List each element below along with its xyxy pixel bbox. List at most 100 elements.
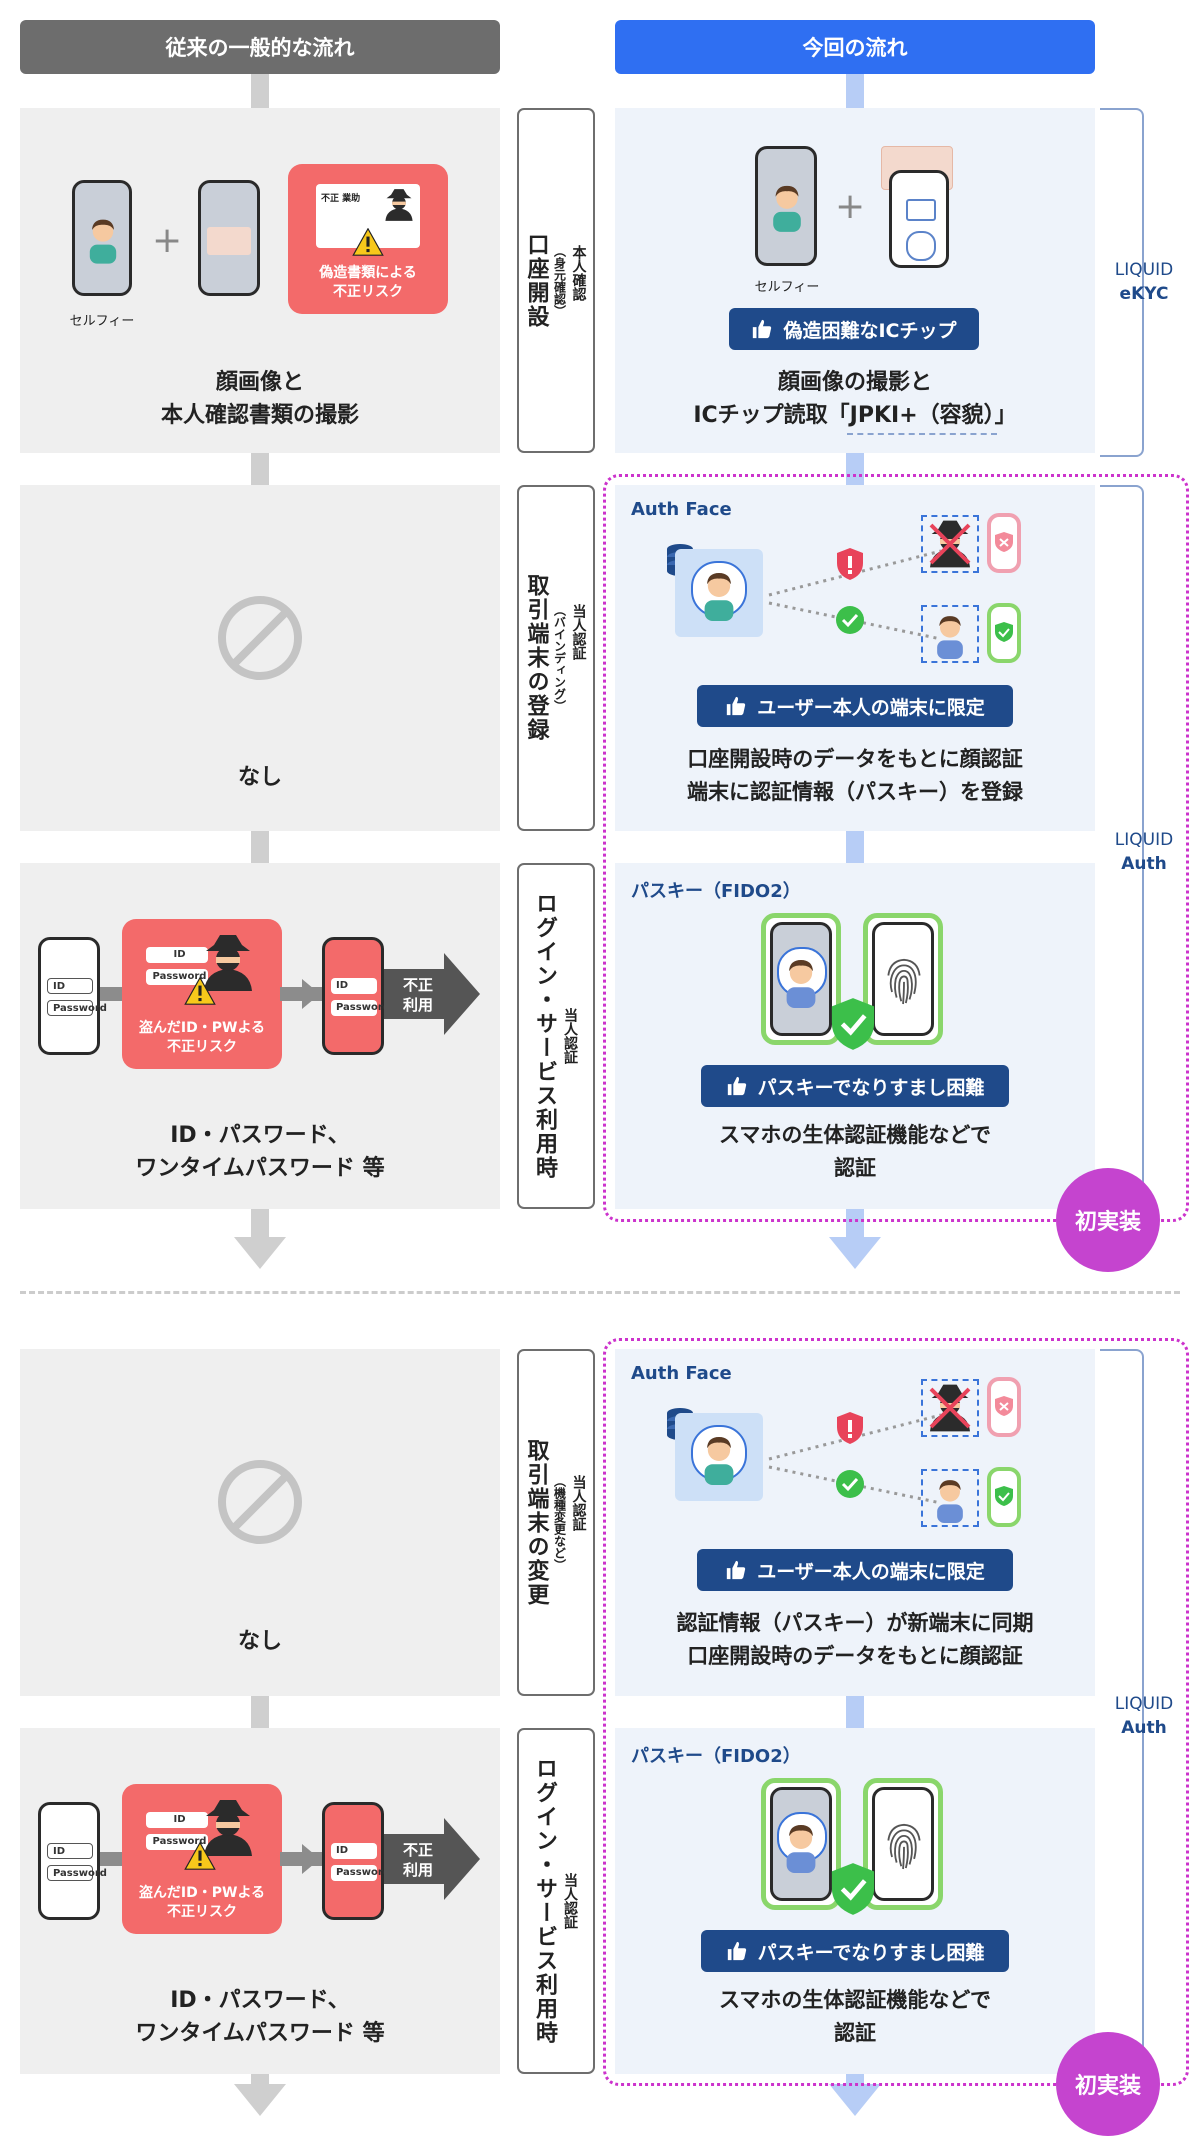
- password-field: Password: [331, 1865, 390, 1881]
- rejected-phone-icon: [987, 513, 1021, 573]
- flow-connector: [846, 74, 864, 110]
- section-divider: [20, 1291, 1180, 1294]
- flow-connector: [251, 1209, 269, 1237]
- row-label-account-opening: 口座開設 本人確認（身元確認）: [517, 108, 595, 453]
- passkey-label: パスキー（FIDO2）: [631, 1746, 801, 1767]
- person-icon: [777, 949, 825, 1011]
- conventional-account-opening: セルフィー + 不正 業助 偽造書類による 不正リスク 顔画像と本人確認書類の撮…: [20, 108, 500, 453]
- person-icon: [927, 1473, 973, 1523]
- flow-connector: [251, 2074, 269, 2084]
- header-new-flow: 今回の流れ: [615, 20, 1095, 74]
- passkey-label: パスキー（FIDO2）: [631, 881, 801, 902]
- new-device-change: Auth Face ユーザー本人の端末に限定 認証情報（パスキー）が新端末に同期…: [615, 1349, 1095, 1696]
- check-circle-icon: [836, 606, 864, 634]
- forgery-risk-card: 不正 業助 偽造書類による 不正リスク: [288, 164, 448, 314]
- conventional-device-change: なし: [20, 1349, 500, 1696]
- id-field: ID: [47, 1843, 93, 1859]
- accepted-user: [921, 1469, 979, 1527]
- new-device-binding: Auth Face ユーザー本人の端末に限定 口座開設時のデータをもとに顔認証端…: [615, 485, 1095, 831]
- face-data-tile: [675, 549, 763, 637]
- verified-shield-icon: [829, 1862, 877, 1916]
- selfie-person-icon: [764, 177, 810, 233]
- person-icon: [777, 1814, 825, 1876]
- new-login: パスキー（FIDO2） パスキーでなりすまし困難 スマホの生体認証機能などで認証: [615, 1728, 1095, 2074]
- flow-connector: [846, 453, 864, 485]
- id-field: ID: [331, 1843, 377, 1859]
- not-available-icon: [215, 1457, 305, 1547]
- verified-shield-icon: [829, 997, 877, 1051]
- person-icon: [695, 563, 743, 623]
- phone-icon: ID Password: [38, 1802, 107, 1920]
- thumbs-up-icon: [751, 318, 773, 340]
- flow-connector: [251, 1696, 269, 1728]
- row-label-login: ログイン・サービス利用時 当人認証: [517, 1728, 595, 2074]
- fingerprint-icon: [881, 955, 927, 1007]
- cross-mark-icon: [929, 523, 971, 565]
- flow-connector: [846, 1209, 864, 1237]
- right-arrow-icon: [280, 1844, 320, 1874]
- flow-connector: [251, 831, 269, 863]
- new-binding-caption: 口座開設時のデータをもとに顔認証端末に認証情報（パスキー）を登録: [687, 747, 1023, 804]
- phone-icon: [198, 180, 260, 296]
- new-login-caption: スマホの生体認証機能などで認証: [719, 1988, 991, 2045]
- accepted-phone-icon: [987, 603, 1021, 663]
- accepted-phone-icon: [987, 1467, 1021, 1527]
- new-login-caption: スマホの生体認証機能などで認証: [719, 1123, 991, 1180]
- id-field: ID: [47, 978, 93, 994]
- person-icon: [695, 1427, 743, 1487]
- fraudulent-use-label: 不正利用: [402, 976, 433, 1014]
- selfie-label: セルフィー: [69, 314, 135, 329]
- auth-face-label: Auth Face: [631, 1363, 732, 1384]
- phone-icon: [72, 180, 132, 296]
- password-field: Password: [146, 969, 208, 985]
- auth-face-label: Auth Face: [631, 499, 732, 520]
- right-arrow-icon: [280, 979, 320, 1009]
- stolen-credentials-risk: ID Password 盗んだID・PWよる 不正リスク: [122, 919, 282, 1069]
- new-login: パスキー（FIDO2） パスキーでなりすまし困難 スマホの生体認証機能などで認証: [615, 863, 1095, 1209]
- flow-connector: [251, 453, 269, 485]
- fingerprint-phone-icon: [863, 913, 943, 1045]
- password-field: Password: [331, 1000, 390, 1016]
- warning-icon: [184, 977, 216, 1005]
- fingerprint-icon: [881, 1820, 927, 1872]
- fingerprint-phone-icon: [863, 1778, 943, 1910]
- password-field: Password: [146, 1834, 208, 1850]
- compromised-phone-icon: ID Password: [322, 1802, 390, 1920]
- down-arrow-icon: [829, 1237, 881, 1269]
- down-arrow-icon: [234, 2084, 286, 2116]
- conventional-device-binding: なし: [20, 485, 500, 831]
- plus-icon: +: [152, 220, 183, 261]
- thumbs-up-icon: [726, 1940, 748, 1962]
- cross-mark-icon: [929, 1387, 971, 1429]
- conventional-account-caption: 顔画像と本人確認書類の撮影: [160, 370, 359, 428]
- none-caption: なし: [237, 765, 282, 790]
- thumbs-up-icon: [725, 1559, 747, 1581]
- selfie-person-icon: [81, 211, 125, 265]
- face-auth-phone-icon: [761, 913, 841, 1045]
- row-label-device-binding: 取引端末の登録 当人認証（バインディング）: [517, 485, 595, 831]
- thief-icon: [382, 188, 416, 222]
- warning-icon: [184, 1842, 216, 1870]
- header-conventional-flow: 従来の一般的な流れ: [20, 20, 500, 74]
- row-label-login: ログイン・サービス利用時 当人認証: [517, 863, 595, 1209]
- new-change-caption: 認証情報（パスキー）が新端末に同期口座開設時のデータをもとに顔認証: [676, 1611, 1034, 1668]
- rejected-phone-icon: [987, 1377, 1021, 1437]
- device-limited-pill: ユーザー本人の端末に限定: [697, 685, 1013, 727]
- row-label-device-change: 取引端末の変更 当人認証（機種変更など）: [517, 1349, 595, 1696]
- first-implementation-highlight: [603, 474, 1189, 1222]
- phone-icon: [755, 146, 817, 266]
- ic-chip-phone-icon: [889, 170, 949, 268]
- jpki-underline: [847, 433, 997, 435]
- id-card-icon: [207, 227, 251, 255]
- ic-chip-pill: 偽造困難なICチップ: [729, 308, 979, 350]
- thumbs-up-icon: [725, 695, 747, 717]
- conventional-login: ID Password ID Password 盗んだID・PWよる 不正リスク…: [20, 1728, 500, 2074]
- flow-connector: [846, 1696, 864, 1728]
- fraudulent-use-label: 不正利用: [402, 1841, 433, 1879]
- check-circle-icon: [836, 1470, 864, 1498]
- fraud-arrow-icon: [384, 953, 480, 1035]
- down-arrow-icon: [234, 1237, 286, 1269]
